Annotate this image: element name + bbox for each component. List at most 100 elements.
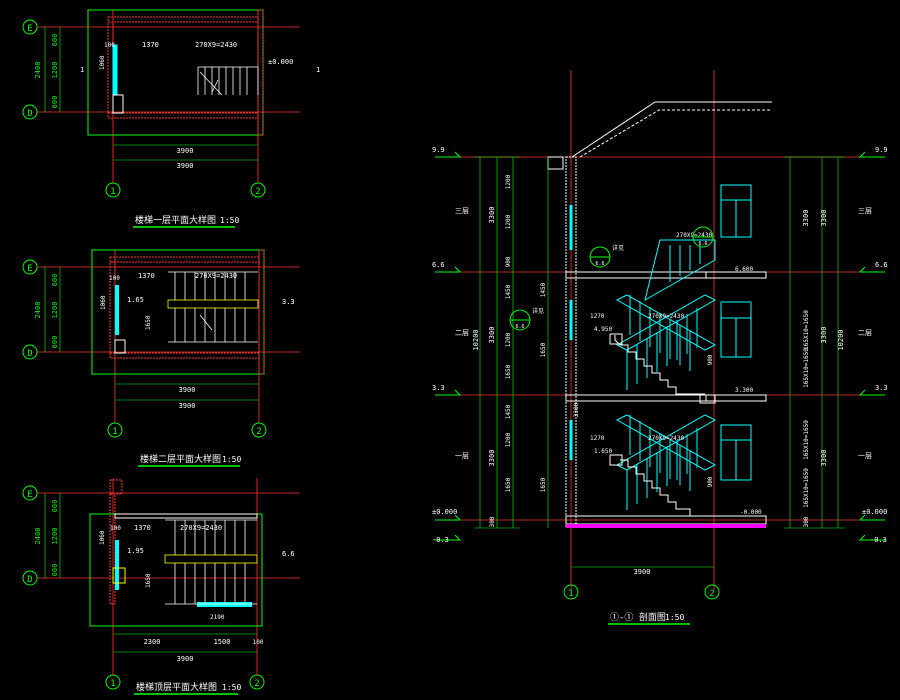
eave-gutter — [547, 156, 564, 170]
dim-1060: 1060 — [99, 530, 106, 545]
dim-width-a: 3900 — [179, 386, 196, 394]
plan-1-title: 楼梯一层平面大样图 — [135, 214, 216, 226]
dim-mid: 1200 — [51, 302, 59, 319]
level-a: 1.65 — [127, 296, 144, 304]
detail-ref-b-sheet: 6.6 — [698, 241, 707, 247]
column — [114, 339, 126, 354]
right-level-6-6: 6.6 — [875, 261, 888, 269]
roof-inner — [579, 109, 772, 158]
dim-plinth: 300 — [489, 516, 496, 527]
level-mark: ±0.000 — [268, 58, 293, 66]
window — [112, 44, 118, 96]
axis-label-1: 1 — [110, 187, 115, 197]
section-title: ①-① 剖面图 — [610, 611, 666, 623]
wall-top — [109, 256, 260, 263]
level-b: 3.3 — [282, 298, 295, 306]
slab-2 — [565, 394, 707, 402]
dim-floor-3: 3300 — [488, 207, 496, 224]
dim-steps: 270X9=2430 — [180, 524, 222, 532]
right-floor-1: 一层 — [858, 452, 872, 460]
level-b: 6.6 — [282, 550, 295, 558]
dim-mid: 1200 — [51, 528, 59, 545]
wall-right — [258, 249, 265, 375]
dim-steps: 270X9=2430 — [195, 272, 237, 280]
plan-3-scale: 1:50 — [222, 683, 241, 692]
level-4950: 4.950 — [594, 326, 612, 333]
dim-bot: 600 — [51, 96, 59, 109]
section-dim-steps-2: 270X9=2430 — [648, 313, 685, 320]
dim-100: 100 — [109, 275, 120, 282]
dim-total: 2400 — [34, 528, 42, 545]
section-dim-1270-2: 1270 — [590, 313, 605, 320]
level-6600: 6.600 — [735, 266, 753, 273]
detail-ref-c-text: 详见 — [532, 307, 544, 315]
level-1650: 1.650 — [594, 448, 612, 455]
dim-width-b: 3900 — [177, 162, 194, 170]
detail-ref-a-sheet: 6.6 — [595, 261, 604, 267]
left-dimension-lines — [474, 156, 549, 529]
axis-label-d: D — [27, 349, 32, 359]
dim-2190: 2190 — [210, 614, 225, 621]
wall-bottom — [107, 112, 259, 119]
detail-ref-a-text: 详见 — [612, 244, 624, 252]
right-floor-2: 二层 — [858, 329, 872, 337]
dim-floor-1: 3300 — [488, 450, 496, 467]
right-level-markers: 9.9 6.6 3.3 ±0.000 -0.3 三层 二层 一层 — [858, 146, 888, 544]
column-top — [109, 479, 123, 495]
section-axis-bubble-2 — [704, 584, 720, 600]
dim-seg-1450: 1450 — [505, 284, 512, 299]
left-level-6-6: 6.6 — [432, 261, 445, 269]
detail-ref-c-sheet: 6.6 — [515, 324, 524, 330]
dim-floor-2: 3300 — [488, 327, 496, 344]
left-floor-1: 一层 — [455, 452, 469, 460]
dim-run: 1370 — [138, 272, 155, 280]
axis-label-e: E — [27, 264, 32, 274]
dim-width: 3900 — [177, 655, 194, 663]
dim-bot: 600 — [51, 336, 59, 349]
wall-top — [114, 513, 258, 519]
dim-seg-1450-c: 1450 — [540, 282, 547, 297]
dim-1650: 1650 — [145, 573, 152, 588]
right-slab-3 — [705, 271, 767, 279]
dim-seg-1650: 1650 — [505, 364, 512, 379]
dim-seg-1200-c: 1200 — [505, 332, 512, 347]
stair-treads — [167, 271, 259, 343]
right-dim-total: 10200 — [837, 329, 845, 350]
dim-seg-1200: 1200 — [505, 174, 512, 189]
level-3300: 3.300 — [735, 387, 753, 394]
dim-top: 600 — [51, 34, 59, 47]
stair-steps — [614, 335, 710, 517]
right-slab-2 — [705, 394, 767, 402]
axis-label-2: 2 — [254, 679, 259, 689]
axis-label-2: 2 — [255, 187, 260, 197]
stair-treads — [197, 66, 259, 96]
dim-width-a: 3900 — [177, 147, 194, 155]
ground-fill — [566, 524, 766, 528]
stair-treads — [164, 519, 258, 605]
section-scale: 1:50 — [665, 613, 684, 622]
dim-seg-1450-b: 1450 — [505, 404, 512, 419]
wall-right — [257, 9, 264, 136]
plan-2-title: 楼梯二层平面大样图 — [140, 453, 221, 465]
right-level-minus: -0.3 — [870, 536, 887, 544]
dim-run: 1370 — [142, 41, 159, 49]
left-level-9-9: 9.9 — [432, 146, 445, 154]
dim-100: 100 — [104, 42, 115, 49]
plan-3: E D 1 2 — [22, 478, 300, 695]
right-dim-plinth: 300 — [803, 516, 810, 527]
dim-steps: 270X9=2430 — [195, 41, 237, 49]
wall-left — [109, 493, 116, 605]
dim-seg-c: 100 — [253, 639, 264, 646]
dim-1060: 1060 — [99, 55, 106, 70]
right-dim-stair-2: 165X10=1650 — [803, 310, 810, 350]
column — [112, 94, 124, 114]
dim-seg-1200-b: 1200 — [505, 214, 512, 229]
right-dimension-lines — [784, 156, 845, 529]
dim-bot: 600 — [51, 564, 59, 577]
dim-seg-1650-c: 1650 — [540, 342, 547, 357]
level-ground: -0.000 — [740, 509, 762, 516]
right-level-0: ±0.000 — [862, 508, 887, 516]
right-dim-3300-c: 3300 — [820, 450, 828, 467]
